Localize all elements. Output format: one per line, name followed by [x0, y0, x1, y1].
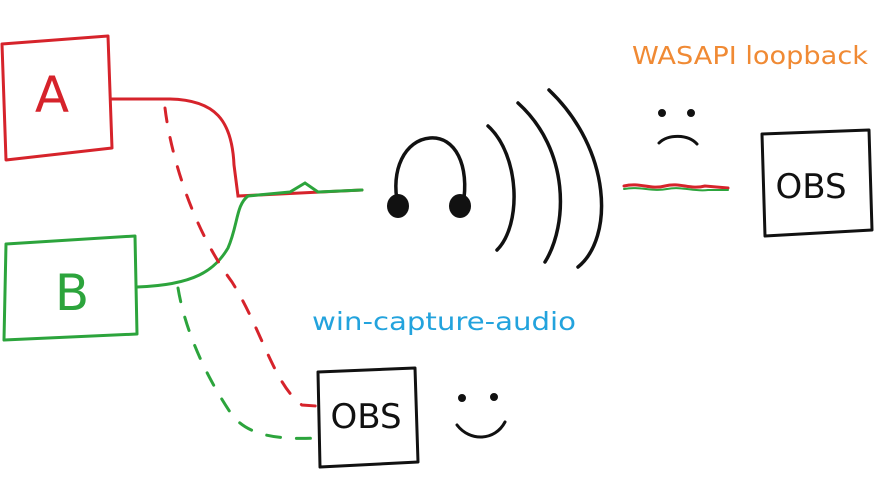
wasapi-caption: WASAPI loopback	[632, 41, 869, 70]
source-a-node: A	[0, 34, 114, 162]
sad-face-icon	[657, 109, 699, 146]
source-b-mix-path	[135, 181, 364, 289]
source-a-mix-path	[110, 97, 364, 198]
happy-face-icon	[455, 393, 507, 439]
source-a-capture-path	[163, 106, 318, 408]
obs-bottom-label: OBS	[330, 397, 401, 437]
source-a-box	[0, 34, 114, 162]
obs-top-node: OBS	[760, 128, 874, 238]
source-b-box	[2, 234, 139, 342]
source-b-label: B	[55, 264, 89, 322]
obs-bottom-node: OBS	[316, 366, 420, 469]
source-b-capture-path	[176, 286, 320, 440]
obs-top-box	[760, 128, 874, 238]
sound-waves-icon	[486, 88, 604, 269]
obs-bottom-box	[316, 366, 420, 469]
source-b-node: B	[2, 234, 139, 342]
loopback-line-red	[622, 183, 730, 190]
obs-top-label: OBS	[775, 167, 846, 207]
wincap-caption: win-capture-audio	[312, 307, 576, 336]
source-a-label: A	[35, 66, 69, 124]
loopback-line-green	[623, 187, 729, 192]
headphones-icon	[387, 136, 471, 218]
